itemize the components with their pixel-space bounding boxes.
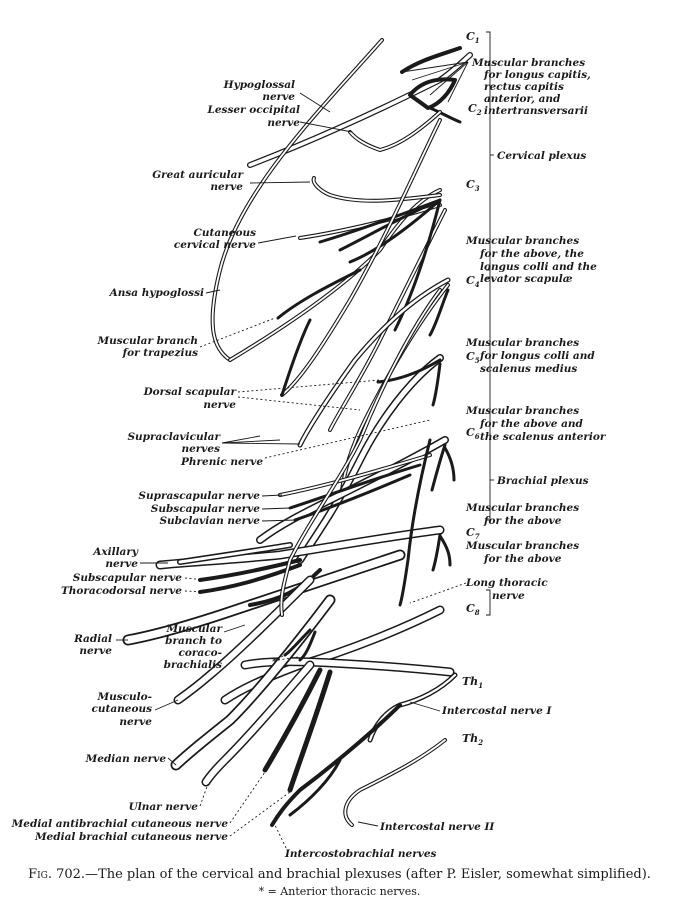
label-thoracodorsal: Thoracodorsal nerve [61,585,182,597]
label-radial-2: nerve [79,645,112,657]
right-brackets [486,31,494,616]
label-medial-antibrachial: Medial antibrachial cutaneous nerve [11,818,229,830]
label-hypoglossal: Hypoglossal [223,79,295,91]
label-dorsal-scapular: Dorsal scapular [143,386,238,398]
right-labels: Muscular branches for longus capitis, re… [379,57,607,833]
label-hypoglossal-2: nerve [262,91,295,103]
label-mb5-b: for the above [483,515,562,527]
label-musculocutaneous-3: nerve [119,716,152,728]
label-mb2: Muscular branches [465,235,579,247]
label-suprascapular: Suprascapular nerve [138,490,260,502]
label-median: Median nerve [85,753,167,765]
segment-th2: Th2 [462,732,483,747]
figure-caption: Fig. 702.—The plan of the cervical and b… [0,866,679,900]
label-mb6-b: for the above [483,553,562,565]
segment-c3: C3 [466,178,480,193]
label-trapezius-branch: Muscular branch [96,335,198,347]
label-great-auricular-2: nerve [210,181,243,193]
label-phrenic: Phrenic nerve [180,456,263,468]
label-ansa-hypoglossi: Ansa hypoglossi [109,287,204,299]
label-mb1-c: rectus capitis [484,81,564,93]
label-mb3-c: scalenus medius [480,363,577,375]
segment-labels: C1 C2 C3 C4 C5 C6 C7 C8 Th1 Th2 [462,30,483,747]
segment-c8: C8 [466,602,480,617]
label-long-thoracic-2: nerve [492,590,525,602]
label-coracobrachialis-2: branch to [165,635,222,647]
label-coracobrachialis-3: coraco- [179,647,223,659]
label-mb4-b: for the above and [479,418,584,430]
label-mb2-b: for the above, the [479,248,584,260]
label-coracobrachialis: Muscular [165,623,223,635]
segment-c7: C7 [466,526,480,541]
label-mb1-d: anterior, and [484,93,561,105]
segment-th1: Th1 [462,675,483,690]
intercostal-nerve-2 [343,738,447,827]
label-dorsal-scapular-2: nerve [203,399,236,411]
segment-c5: C5 [466,350,480,365]
label-axillary-2: nerve [105,558,138,570]
label-supraclavicular-2: nerves [181,443,220,455]
label-cutaneous-cervical: Cutaneous [193,227,256,239]
label-intercostobrachial: Intercostobrachial nerves [284,848,437,860]
label-mb5: Muscular branches [465,502,579,514]
label-intercostal-2: Intercostal nerve II [379,821,495,833]
label-mb2-d: levator scapulæ [480,273,573,285]
label-mb4: Muscular branches [465,405,579,417]
label-musculocutaneous-2: cutaneous [91,703,152,715]
label-star: * [272,656,278,668]
label-mb1: Muscular branches [471,57,585,69]
segment-c4: C4 [466,274,480,289]
label-long-thoracic: Long thoracic [465,577,548,589]
segment-c2: C2 [468,102,482,117]
label-great-auricular: Great auricular [152,169,244,181]
label-mb4-c: the scalenus anterior [480,431,607,443]
label-coracobrachialis-4: brachialis [164,659,222,671]
label-mb3: Muscular branches [465,337,579,349]
label-cutaneous-cervical-2: cervical nerve [174,239,256,251]
label-mb3-b: for longus colli and [479,350,595,362]
label-mb1-e: intertransversarii [484,105,588,117]
label-subscapular-1: Subscapular nerve [151,503,261,515]
label-mb6: Muscular branches [465,540,579,552]
label-medial-brachial: Medial brachial cutaneous nerve [34,831,228,843]
label-lesser-occipital: Lesser occipital [206,104,300,116]
label-mb1-b: for longus capitis, [483,69,591,81]
label-supraclavicular: Supraclavicular [127,431,221,443]
caption-note: * = Anterior thoracic nerves. [258,885,421,898]
label-trapezius-branch-2: for trapezius [122,347,199,359]
leader-lines [116,61,469,853]
caption-text: —The plan of the cervical and brachial p… [85,867,651,882]
segment-c6: C6 [466,426,480,441]
label-intercostal-1: Intercostal nerve I [441,705,552,717]
caption-fig-number: Fig. 702. [28,867,86,882]
label-brachial-plexus: Brachial plexus [496,475,589,487]
label-lesser-occipital-2: nerve [267,117,300,129]
label-radial: Radial [73,633,112,645]
label-subclavian: Subclavian nerve [159,515,260,527]
label-ulnar: Ulnar nerve [129,801,199,813]
nerve-paths [122,38,473,827]
long-thoracic-nerve [398,438,432,607]
label-axillary: Axillary [92,546,139,558]
segment-c1: C1 [466,30,480,45]
label-musculocutaneous: Musculo- [96,691,152,703]
label-subscapular-2: Subscapular nerve [73,572,183,584]
label-cervical-plexus: Cervical plexus [497,150,586,162]
label-mb2-c: longus colli and the [480,261,597,273]
left-labels: Hypoglossal nerve Lesser occipital nerve… [11,79,437,860]
